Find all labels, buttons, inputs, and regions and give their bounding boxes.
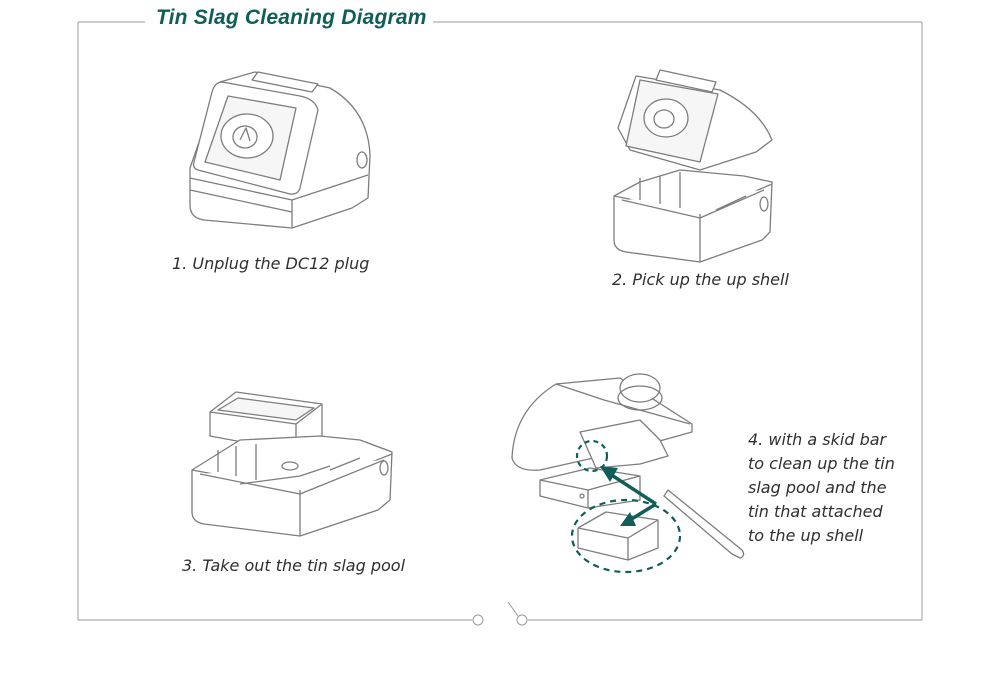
step-4-caption-line: to the up shell [748, 526, 864, 545]
cleaning-highlight-annotations [570, 439, 682, 574]
device-cleaning-illustration [511, 373, 745, 561]
step-2-caption: 2. Pick up the up shell [612, 270, 789, 289]
step-4-caption-line: tin that attached [748, 502, 883, 521]
step-1-caption: 1. Unplug the DC12 plug [172, 254, 370, 273]
diagram-title: Tin Slag Cleaning Diagram [150, 6, 433, 30]
step-4-caption: 4. with a skid bar to clean up the tin s… [748, 428, 895, 548]
device-pool-removed-illustration [191, 391, 393, 537]
device-shell-lifted-illustration [613, 69, 773, 263]
device-closed-illustration [189, 71, 371, 229]
step-4-caption-line: 4. with a skid bar [748, 430, 887, 449]
step-4-caption-line: to clean up the tin [748, 454, 895, 473]
frame-border [77, 21, 923, 626]
step-4-caption-line: slag pool and the [748, 478, 887, 497]
step-3-caption: 3. Take out the tin slag pool [182, 556, 406, 575]
